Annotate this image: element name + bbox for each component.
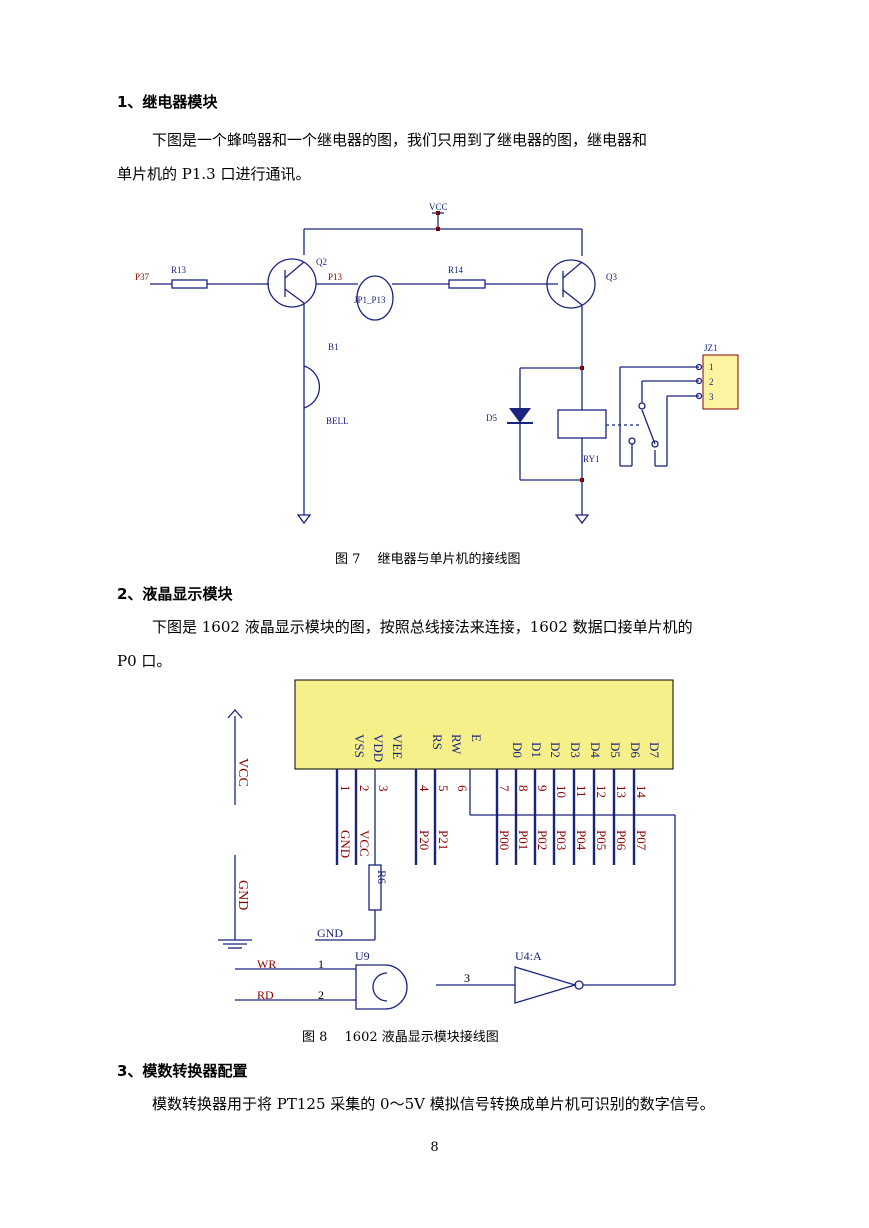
lcd-pin-name-d4: D4 xyxy=(588,742,603,758)
fig7-jz1-label: JZ1 xyxy=(704,343,718,353)
net-label-p01: P01 xyxy=(516,830,531,850)
lcd-pin-name-vdd: VDD xyxy=(371,734,386,762)
section-1-heading: 1、继电器模块 xyxy=(117,93,218,111)
fig8-pin3-label: 3 xyxy=(464,971,470,985)
fig8-u4a-label: U4:A xyxy=(515,949,542,963)
lcd-pin-name-d5: D5 xyxy=(608,742,623,758)
fig7-d5-label: D5 xyxy=(486,413,497,423)
fig7-jp1-label: JP1_P13 xyxy=(354,295,386,305)
lcd-pin-number-14: 14 xyxy=(634,785,649,799)
lcd-pin-name-e: E xyxy=(469,734,484,742)
fig8-r6-label: R6 xyxy=(375,870,389,884)
net-label-vcc: VCC xyxy=(357,830,372,857)
section-2-para-line-1: 下图是 1602 液晶显示模块的图，按照总线接法来连接，1602 数据口接单片机… xyxy=(152,618,693,636)
lcd-module xyxy=(294,679,674,770)
net-label-p21: P21 xyxy=(436,830,451,850)
lcd-pin-name-d2: D2 xyxy=(548,742,563,758)
fig7-vcc-label: VCC xyxy=(429,202,448,212)
net-label-p20: P20 xyxy=(417,830,432,850)
fig7-b1-label: B1 xyxy=(328,342,339,352)
fig7-q3-label: Q3 xyxy=(606,272,617,282)
lcd-pin-name-d7: D7 xyxy=(647,742,662,758)
lcd-pin-number-2: 2 xyxy=(357,785,372,792)
lcd-pin-number-10: 10 xyxy=(554,785,569,798)
fig7-bell-label: BELL xyxy=(326,416,349,426)
section-2-para-line-2: P0 口。 xyxy=(117,652,172,670)
section-3-para-line-1: 模数转换器用于将 PT125 采集的 0～5V 模拟信号转换成单片机可识别的数字… xyxy=(152,1095,715,1113)
lcd-pin-number-12: 12 xyxy=(594,785,609,798)
net-label-p07: P07 xyxy=(634,830,649,851)
fig7-r14-label: R14 xyxy=(448,265,464,275)
section-2-heading: 2、液晶显示模块 xyxy=(117,585,233,603)
lcd-pin-name-rw: RW xyxy=(449,734,464,755)
fig7-p13-label: P13 xyxy=(328,272,343,282)
fig8-rd-label: RD xyxy=(257,988,274,1002)
fig7-jz1-pin-1: 1 xyxy=(709,362,714,372)
lcd-pin-number-1: 1 xyxy=(338,785,353,792)
lcd-pin-name-d0: D0 xyxy=(510,742,525,758)
lcd-pin-name-vee: VEE xyxy=(390,734,405,759)
net-label-p04: P04 xyxy=(574,830,589,851)
lcd-pin-number-13: 13 xyxy=(614,785,629,798)
lcd-pin-name-rs: RS xyxy=(430,734,445,750)
figure-8-caption: 图 8 1602 液晶显示模块接线图 xyxy=(302,1030,499,1045)
net-label-p03: P03 xyxy=(554,830,569,850)
fig7-p37-label: P37 xyxy=(135,272,150,282)
lcd-pin-number-7: 7 xyxy=(497,785,512,792)
fig7-ry1-label: RY1 xyxy=(583,454,600,464)
figure-7-caption: 图 7 继电器与单片机的接线图 xyxy=(335,552,521,567)
net-label-p06: P06 xyxy=(614,830,629,851)
page-number: 8 xyxy=(430,1140,439,1155)
lcd-pin-number-9: 9 xyxy=(535,785,550,792)
fig7-q2-label: Q2 xyxy=(316,257,327,267)
lcd-pin-number-3: 3 xyxy=(376,785,391,792)
lcd-pin-name-d3: D3 xyxy=(568,742,583,758)
lcd-pin-name-d1: D1 xyxy=(529,742,544,758)
lcd-pin-number-4: 4 xyxy=(417,785,432,792)
fig8-pin2-label: 2 xyxy=(318,988,324,1002)
fig8-vcc-label: VCC xyxy=(235,758,250,787)
net-label-p02: P02 xyxy=(535,830,550,850)
lcd-pin-number-6: 6 xyxy=(455,785,470,792)
fig8-wr-label: WR xyxy=(257,957,276,971)
fig7-jz1-pin-2: 2 xyxy=(709,377,714,387)
lcd-pin-name-d6: D6 xyxy=(628,742,643,758)
fig7-r13-label: R13 xyxy=(171,265,187,275)
fig8-gnd-net-label: GND xyxy=(317,926,343,940)
lcd-pin-number-5: 5 xyxy=(436,785,451,792)
net-label-gnd: GND xyxy=(338,830,353,858)
section-1-para-line-1: 下图是一个蜂鸣器和一个继电器的图，我们只用到了继电器的图，继电器和 xyxy=(152,131,648,149)
fig8-u9-label: U9 xyxy=(355,949,370,963)
section-1-para-line-2: 单片机的 P1.3 口进行通讯。 xyxy=(117,165,311,183)
fig7-jz1-pin-3: 3 xyxy=(709,392,714,402)
lcd-pin-number-11: 11 xyxy=(574,785,589,798)
section-3-heading: 3、模数转换器配置 xyxy=(117,1062,248,1080)
lcd-pin-name-vss: VSS xyxy=(352,734,367,758)
net-label-p05: P05 xyxy=(594,830,609,850)
fig8-pin1-label: 1 xyxy=(318,957,324,971)
net-label-p00: P00 xyxy=(497,830,512,850)
lcd-pin-number-8: 8 xyxy=(516,785,531,792)
fig8-gnd-label: GND xyxy=(235,880,250,910)
